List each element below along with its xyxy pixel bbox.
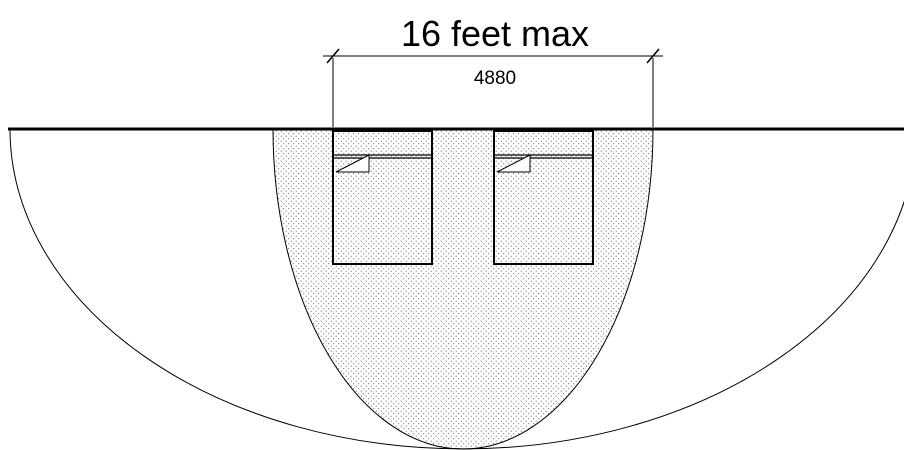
- dimension-tick-left: [326, 48, 340, 64]
- dimension-line: [323, 48, 663, 127]
- dimension-label-metric: 4880: [474, 68, 516, 89]
- dimension-tick-right: [646, 48, 660, 64]
- right-reach-arc: [272, 128, 654, 450]
- fixture-left: [332, 130, 433, 265]
- dimension-label-imperial: 16 feet max: [401, 13, 589, 54]
- overlap-region: [273, 129, 653, 449]
- fixture-right: [493, 130, 594, 265]
